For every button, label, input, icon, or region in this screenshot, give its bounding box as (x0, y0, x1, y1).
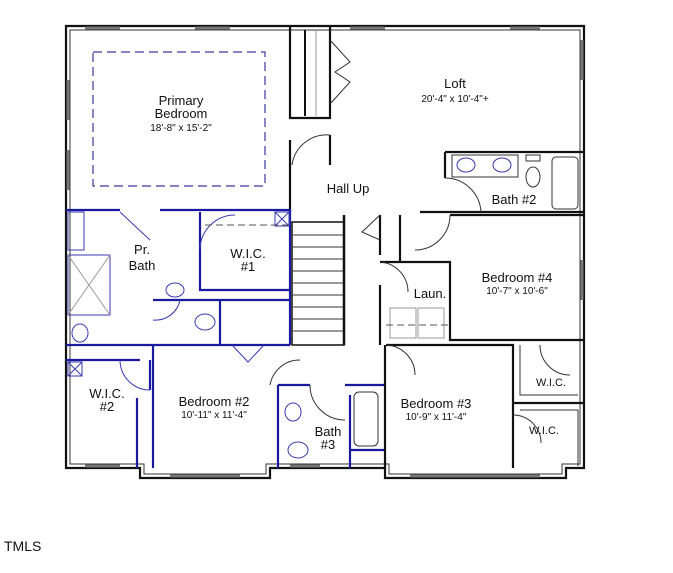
toilet-tank (525, 154, 541, 162)
room-dimensions: 18'-8" x 15'-2" (150, 123, 212, 134)
room-dimensions: 10'-9" x 11'-4" (406, 412, 467, 423)
room-label: #1 (241, 259, 255, 274)
bathtub (551, 156, 579, 210)
room-label: Bath (129, 258, 156, 273)
double-door (231, 344, 265, 363)
shower-drain (67, 254, 111, 316)
door-swing (444, 177, 482, 213)
room-dimensions: 20'-4" x 10'-4"+ (421, 94, 489, 105)
bifold-door (329, 39, 351, 105)
mls-logo: TMLS (4, 538, 42, 554)
room-label: Hall Up (327, 181, 370, 196)
room-label: W.I.C. (230, 246, 265, 261)
toilet (287, 441, 309, 459)
windows (66, 26, 584, 478)
room-label: W.I.C. (89, 386, 124, 401)
door-swing (361, 214, 571, 444)
room-dimensions: 10'-11" x 11'-4" (181, 410, 247, 421)
bath3-wall (276, 383, 385, 468)
sink (492, 157, 512, 173)
water-heater (274, 211, 290, 227)
interior-wall (378, 213, 584, 468)
room-label: W.I.C. (529, 425, 559, 437)
interior-wall (420, 150, 584, 214)
room-label: #2 (100, 399, 114, 414)
room-dimensions: 10'-7" x 10'-6" (486, 286, 548, 297)
sink (456, 157, 476, 173)
bathtub (353, 391, 379, 447)
toilet (525, 166, 541, 188)
door-swing (291, 134, 331, 166)
sink (71, 323, 89, 343)
interior-wall (288, 26, 332, 212)
room-label: Bath (315, 424, 342, 439)
room-label: Bedroom #2 (179, 394, 250, 409)
room-label: Bedroom #3 (401, 396, 472, 411)
sink (284, 402, 302, 422)
room-label: W.I.C. (536, 377, 566, 389)
primary-suite-wall (66, 208, 292, 468)
room-label: Bedroom (155, 106, 208, 121)
room-label: Primary (159, 93, 204, 108)
room-label: Pr. (134, 242, 150, 257)
room-label: Bedroom #4 (482, 270, 553, 285)
linen-closet (67, 211, 85, 251)
mechanical-box (67, 361, 83, 377)
dryer (417, 307, 445, 339)
sink (165, 282, 185, 298)
door-swing (269, 359, 346, 421)
room-label: Laun. (414, 286, 447, 301)
room-label: Bath #2 (492, 192, 537, 207)
mechanical-box (67, 211, 290, 377)
staircase[interactable] (291, 215, 346, 346)
room-label: #3 (321, 437, 335, 452)
closet-shelf (519, 345, 579, 466)
shower (67, 254, 111, 316)
tray-ceiling (92, 51, 266, 187)
exterior-wall-inner (69, 29, 581, 475)
toilet (194, 313, 216, 331)
vanity (451, 154, 519, 178)
room-label: Loft (444, 76, 466, 91)
washer (389, 307, 417, 339)
